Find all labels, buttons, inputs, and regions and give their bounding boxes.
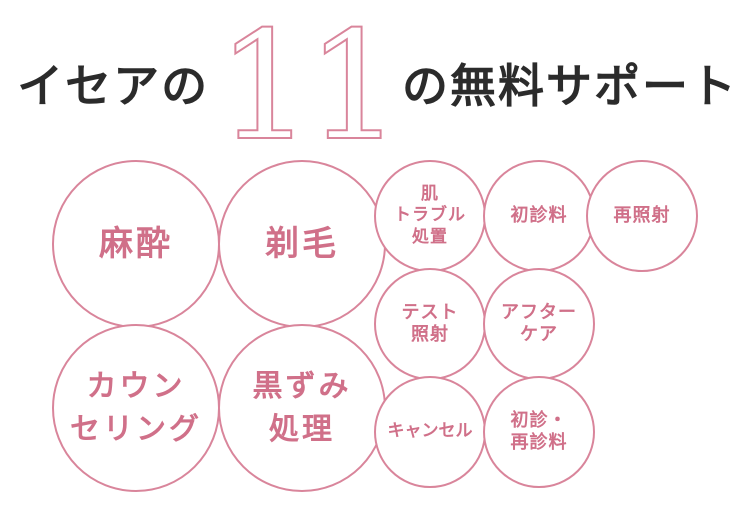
support-counseling: カウン セリング	[52, 324, 220, 492]
headline-suffix: の無料サポート	[401, 59, 738, 113]
support-test-irradiation: テスト 照射	[374, 268, 486, 380]
support-shaving: 剃毛	[218, 160, 386, 328]
support-darkening-treatment: 黒ずみ 処理	[218, 324, 386, 492]
support-consultation-fees: 初診・ 再診料	[483, 376, 595, 488]
headline-prefix: イセアの	[17, 59, 210, 113]
support-anesthesia: 麻酔	[52, 160, 220, 328]
headline: イセアの 11 の無料サポート	[0, 11, 755, 163]
support-first-visit-fee: 初診料	[483, 160, 595, 272]
headline-number: 11	[216, 0, 403, 174]
support-aftercare: アフター ケア	[483, 268, 595, 380]
support-re-irradiation: 再照射	[586, 160, 698, 272]
support-skin-trouble: 肌 トラブル 処置	[374, 160, 486, 272]
support-cancellation: キャンセル	[374, 376, 486, 488]
